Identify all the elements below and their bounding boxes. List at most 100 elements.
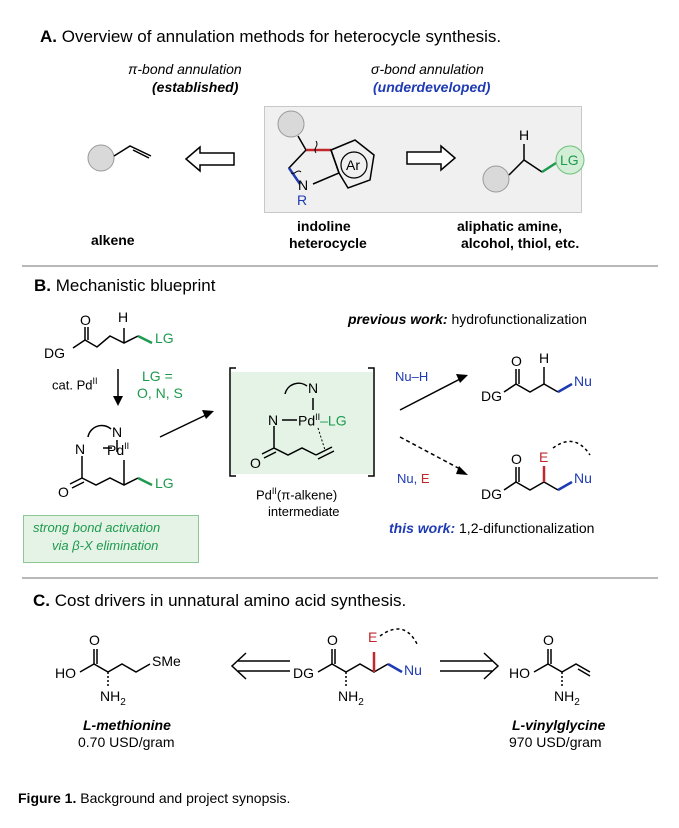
indoline-n: N bbox=[298, 177, 309, 193]
methionine-carbonyl bbox=[93, 649, 98, 664]
pd-complex-chain bbox=[81, 477, 139, 486]
section-b-heading: B. Mechanistic blueprint bbox=[34, 276, 215, 296]
substrate-dg: DG bbox=[44, 345, 65, 361]
this-work: this work: 1,2-difunctionalization bbox=[389, 520, 595, 536]
strong-bond-line-2: via β-X elimination bbox=[52, 538, 159, 553]
indoline-benzene-ring bbox=[330, 139, 375, 189]
vinylglycine-nh2: NH2 bbox=[554, 688, 580, 708]
section-c-letter: C. bbox=[33, 591, 50, 610]
substrate-o: O bbox=[80, 312, 91, 328]
section-a-letter: A. bbox=[40, 27, 57, 46]
product-1-h: H bbox=[539, 350, 550, 366]
methionine-o: O bbox=[89, 632, 100, 648]
vinylglycine-ho: HO bbox=[509, 665, 530, 681]
intermediate-alkene bbox=[315, 446, 335, 460]
product-1-dg: DG bbox=[481, 388, 502, 404]
substrate-h: H bbox=[118, 309, 129, 325]
pd-complex-pd: PdII bbox=[107, 441, 130, 458]
indoline-r: R bbox=[297, 192, 308, 208]
hollow-arrow-left bbox=[184, 145, 235, 173]
wavy-mark-1 bbox=[314, 140, 318, 154]
left-bracket bbox=[229, 367, 236, 477]
section-a-title: Overview of annulation methods for heter… bbox=[61, 27, 502, 46]
intermediate-caption-2: intermediate bbox=[268, 504, 340, 519]
vinylglycine-name: L-vinylglycine bbox=[512, 717, 606, 733]
indoline-blue-bond bbox=[287, 167, 302, 185]
mid-ring-arc bbox=[379, 628, 419, 647]
mid-nh2: NH2 bbox=[338, 688, 364, 708]
aliphatic-chain bbox=[508, 159, 543, 176]
figure-caption-text: Background and project synopsis. bbox=[80, 790, 291, 806]
mid-nu-bond bbox=[387, 662, 403, 674]
product-1-o: O bbox=[511, 353, 522, 369]
pd-complex-n-left: N bbox=[75, 441, 86, 457]
strong-bond-line-1: strong bond activation bbox=[33, 520, 161, 535]
double-arrow-right-head bbox=[483, 652, 500, 680]
mid-nu: Nu bbox=[404, 662, 422, 678]
nu-e-label: Nu, E bbox=[397, 471, 430, 486]
hollow-arrow-right bbox=[406, 144, 457, 172]
substrate-carbonyl bbox=[84, 327, 89, 340]
product-1-chain bbox=[503, 383, 559, 393]
aliphatic-lg-bond bbox=[541, 161, 557, 174]
product-2-nu: Nu bbox=[574, 470, 592, 486]
mid-o: O bbox=[327, 632, 338, 648]
methionine-price: 0.70 USD/gram bbox=[78, 734, 175, 750]
strong-bond-box bbox=[23, 515, 199, 563]
aliphatic-label-2: alcohol, thiol, etc. bbox=[461, 235, 580, 251]
mid-carbonyl bbox=[331, 649, 336, 664]
double-arrow-right bbox=[440, 660, 492, 672]
methionine-ho: HO bbox=[55, 665, 76, 681]
sigma-bond-status: (underdeveloped) bbox=[373, 79, 491, 95]
methionine-chain bbox=[79, 663, 151, 673]
methionine-name: L-methionine bbox=[83, 717, 171, 733]
product-2-carbonyl bbox=[515, 467, 520, 482]
indoline-substituent-circle bbox=[277, 110, 305, 138]
aliphatic-substituent-circle bbox=[482, 165, 510, 193]
aliphatic-lg: LG bbox=[560, 152, 579, 168]
lg-green-circle bbox=[555, 145, 585, 175]
mid-e: E bbox=[368, 629, 378, 645]
figure-caption: Figure 1. Background and project synopsi… bbox=[18, 790, 290, 806]
section-c-title: Cost drivers in unnatural amino acid syn… bbox=[54, 591, 407, 610]
indoline-aromatic-circle bbox=[340, 151, 368, 179]
indoline-label-2: heterocycle bbox=[289, 235, 367, 251]
lg-definition-1: LG = bbox=[142, 368, 173, 384]
arrow-to-intermediate-head bbox=[202, 410, 214, 419]
double-arrow-left-head bbox=[230, 652, 247, 680]
divider-b-c bbox=[22, 577, 658, 579]
pd-complex-chelate-arc bbox=[87, 424, 112, 438]
pd-complex-carbonyl bbox=[69, 477, 85, 489]
intermediate-n-left: N bbox=[268, 412, 279, 428]
vinylglycine-alkene bbox=[577, 668, 591, 677]
methionine-nh2: NH2 bbox=[100, 688, 126, 708]
indoline-label-1: indoline bbox=[297, 218, 351, 234]
alkene-substituent-circle bbox=[87, 144, 115, 172]
wavy-mark-2 bbox=[290, 170, 302, 174]
divider-a-b bbox=[22, 265, 658, 267]
intermediate-chelate-arc bbox=[284, 382, 308, 395]
indoline-ring-bonds-2 bbox=[312, 149, 340, 185]
mid-chain bbox=[317, 663, 389, 673]
sigma-bond-label: σ-bond annulation bbox=[371, 61, 484, 77]
intermediate-bg bbox=[231, 372, 373, 474]
product-2-chain bbox=[503, 481, 559, 491]
pi-bond-status: (established) bbox=[152, 79, 239, 95]
product-2-nu-bond bbox=[557, 480, 573, 492]
alkene-bond bbox=[113, 145, 152, 157]
product-2-o: O bbox=[511, 451, 522, 467]
mid-dg: DG bbox=[293, 665, 314, 681]
intermediate-o: O bbox=[250, 455, 261, 471]
substrate-chain bbox=[72, 335, 139, 349]
arrow-to-intermediate bbox=[159, 413, 209, 438]
vinylglycine-carbonyl bbox=[547, 649, 552, 664]
indoline-bond-1 bbox=[297, 135, 307, 151]
section-b-letter: B. bbox=[34, 276, 51, 295]
lg-definition-2: O, N, S bbox=[137, 385, 183, 401]
arrow-to-product-1-head bbox=[456, 374, 468, 383]
nu-h-label: Nu–H bbox=[395, 369, 429, 384]
intermediate-n-top: N bbox=[308, 380, 319, 396]
arrow-to-product-2 bbox=[399, 436, 463, 471]
product-2-dg: DG bbox=[481, 486, 502, 502]
